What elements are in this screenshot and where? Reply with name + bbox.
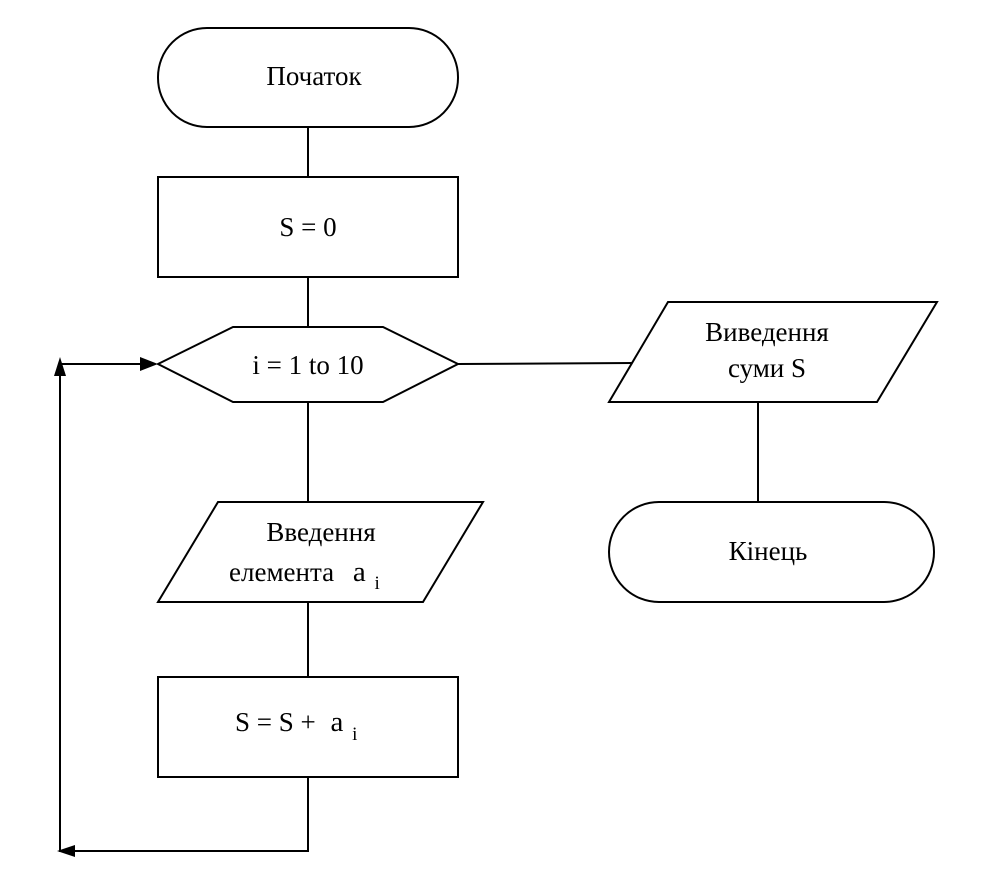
arrowhead-right-icon [140, 357, 158, 371]
connector-loop-output [457, 362, 634, 365]
init-process: S = 0 [157, 176, 459, 278]
output-sum-line1: Виведення [705, 317, 829, 347]
init-label: S = 0 [279, 212, 336, 242]
input-element-parallelogram: Введення елемента a i [156, 501, 485, 603]
input-element-line2: елемента a i [229, 556, 380, 594]
start-label: Початок [266, 61, 362, 91]
input-element-var: a [353, 556, 366, 588]
arrowhead-left-icon [57, 845, 75, 857]
accumulate-process: S = S + a i [157, 676, 459, 778]
loop-back-line [64, 777, 309, 852]
output-sum-parallelogram: Виведення суми S [607, 301, 939, 403]
output-sum-line2: суми S [728, 353, 806, 383]
loop-label: i = 1 to 10 [252, 350, 363, 380]
arrowhead-up-icon [54, 357, 66, 376]
accumulate-text: S = S + a i [235, 706, 357, 745]
loop-hexagon: i = 1 to 10 [155, 326, 461, 403]
input-element-line1: Введення [266, 517, 375, 547]
accumulate-var: a [331, 706, 344, 738]
end-label: Кінець [729, 536, 808, 566]
input-element-index: i [374, 573, 379, 594]
input-element-word: елемента [229, 557, 334, 587]
start-terminator: Початок [157, 27, 459, 128]
accumulate-lhs: S = S + [235, 707, 316, 737]
end-terminator: Кінець [608, 501, 935, 603]
accumulate-index: i [352, 724, 357, 745]
